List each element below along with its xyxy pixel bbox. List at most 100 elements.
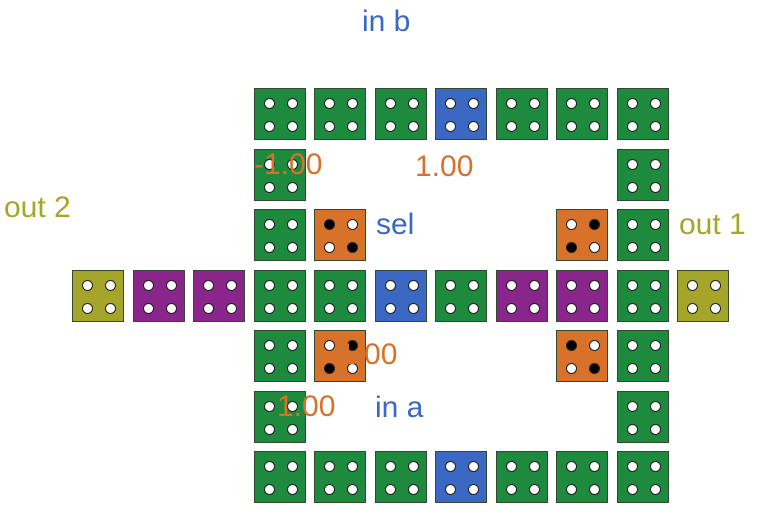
hole-empty-icon — [445, 98, 456, 109]
wire-tile-green — [617, 391, 669, 443]
hole-empty-icon — [347, 121, 358, 132]
wire-tile-green — [617, 149, 669, 201]
label-out-2: out 2 — [4, 191, 71, 224]
hole-empty-icon — [566, 484, 577, 495]
hole-empty-icon — [650, 401, 661, 412]
hole-empty-icon — [347, 280, 358, 291]
weight-tile-orange — [556, 209, 608, 261]
weight-label-top-left: -1.00 — [254, 148, 323, 181]
hole-empty-icon — [287, 401, 298, 412]
hole-empty-icon — [203, 303, 214, 314]
hole-empty-icon — [650, 340, 661, 351]
hole-empty-icon — [529, 98, 540, 109]
hole-empty-icon — [324, 280, 335, 291]
hole-empty-icon — [650, 280, 661, 291]
connector-tile-purple — [496, 270, 548, 322]
input-tile-blue — [375, 270, 427, 322]
hole-empty-icon — [264, 363, 275, 374]
hole-empty-icon — [347, 484, 358, 495]
hole-empty-icon — [627, 484, 638, 495]
wire-tile-green — [617, 88, 669, 140]
hole-empty-icon — [347, 303, 358, 314]
hole-empty-icon — [166, 303, 177, 314]
hole-empty-icon — [385, 461, 396, 472]
hole-empty-icon — [627, 159, 638, 170]
input-tile-blue — [435, 88, 487, 140]
hole-empty-icon — [566, 461, 577, 472]
wire-tile-green — [254, 88, 306, 140]
hole-empty-icon — [385, 121, 396, 132]
hole-empty-icon — [385, 98, 396, 109]
hole-empty-icon — [264, 401, 275, 412]
hole-filled-icon — [324, 363, 335, 374]
hole-empty-icon — [566, 98, 577, 109]
hole-empty-icon — [506, 461, 517, 472]
hole-empty-icon — [627, 182, 638, 193]
hole-empty-icon — [105, 280, 116, 291]
hole-empty-icon — [589, 340, 600, 351]
wire-tile-green — [617, 451, 669, 503]
wire-tile-green — [254, 209, 306, 261]
wire-tile-green — [496, 88, 548, 140]
hole-filled-icon — [347, 242, 358, 253]
hole-empty-icon — [650, 121, 661, 132]
label-in-a: in a — [375, 391, 424, 424]
hole-empty-icon — [408, 484, 419, 495]
hole-empty-icon — [445, 121, 456, 132]
hole-empty-icon — [627, 98, 638, 109]
hole-empty-icon — [589, 461, 600, 472]
hole-empty-icon — [105, 303, 116, 314]
hole-empty-icon — [506, 303, 517, 314]
wire-tile-green — [254, 451, 306, 503]
wire-tile-green — [556, 451, 608, 503]
hole-empty-icon — [287, 340, 298, 351]
hole-empty-icon — [264, 159, 275, 170]
hole-empty-icon — [264, 461, 275, 472]
wire-tile-green — [314, 451, 366, 503]
wire-tile-green — [617, 330, 669, 382]
hole-empty-icon — [264, 340, 275, 351]
hole-empty-icon — [264, 484, 275, 495]
wire-tile-green — [435, 270, 487, 322]
hole-empty-icon — [468, 121, 479, 132]
hole-empty-icon — [226, 303, 237, 314]
hole-empty-icon — [468, 280, 479, 291]
hole-empty-icon — [468, 98, 479, 109]
hole-empty-icon — [589, 280, 600, 291]
hole-empty-icon — [264, 219, 275, 230]
hole-empty-icon — [82, 303, 93, 314]
hole-empty-icon — [627, 242, 638, 253]
weight-label-mid: -1.00 — [329, 338, 398, 371]
hole-empty-icon — [627, 461, 638, 472]
hole-empty-icon — [650, 424, 661, 435]
hole-empty-icon — [264, 121, 275, 132]
hole-filled-icon — [566, 242, 577, 253]
hole-empty-icon — [347, 219, 358, 230]
hole-empty-icon — [650, 98, 661, 109]
hole-empty-icon — [324, 303, 335, 314]
hole-empty-icon — [226, 280, 237, 291]
hole-empty-icon — [287, 280, 298, 291]
hole-empty-icon — [287, 219, 298, 230]
hole-empty-icon — [566, 280, 577, 291]
hole-empty-icon — [589, 484, 600, 495]
hole-empty-icon — [287, 242, 298, 253]
hole-empty-icon — [82, 280, 93, 291]
hole-empty-icon — [468, 484, 479, 495]
hole-empty-icon — [566, 121, 577, 132]
hole-empty-icon — [650, 242, 661, 253]
hole-empty-icon — [687, 280, 698, 291]
hole-empty-icon — [529, 121, 540, 132]
hole-empty-icon — [408, 121, 419, 132]
connector-tile-purple — [556, 270, 608, 322]
hole-empty-icon — [468, 461, 479, 472]
wire-tile-green — [254, 330, 306, 382]
output-tile-olive — [677, 270, 729, 322]
hole-empty-icon — [529, 461, 540, 472]
wire-tile-green — [254, 149, 306, 201]
wire-tile-green — [254, 391, 306, 443]
hole-filled-icon — [589, 219, 600, 230]
hole-empty-icon — [468, 303, 479, 314]
hole-empty-icon — [627, 303, 638, 314]
hole-filled-icon — [566, 340, 577, 351]
